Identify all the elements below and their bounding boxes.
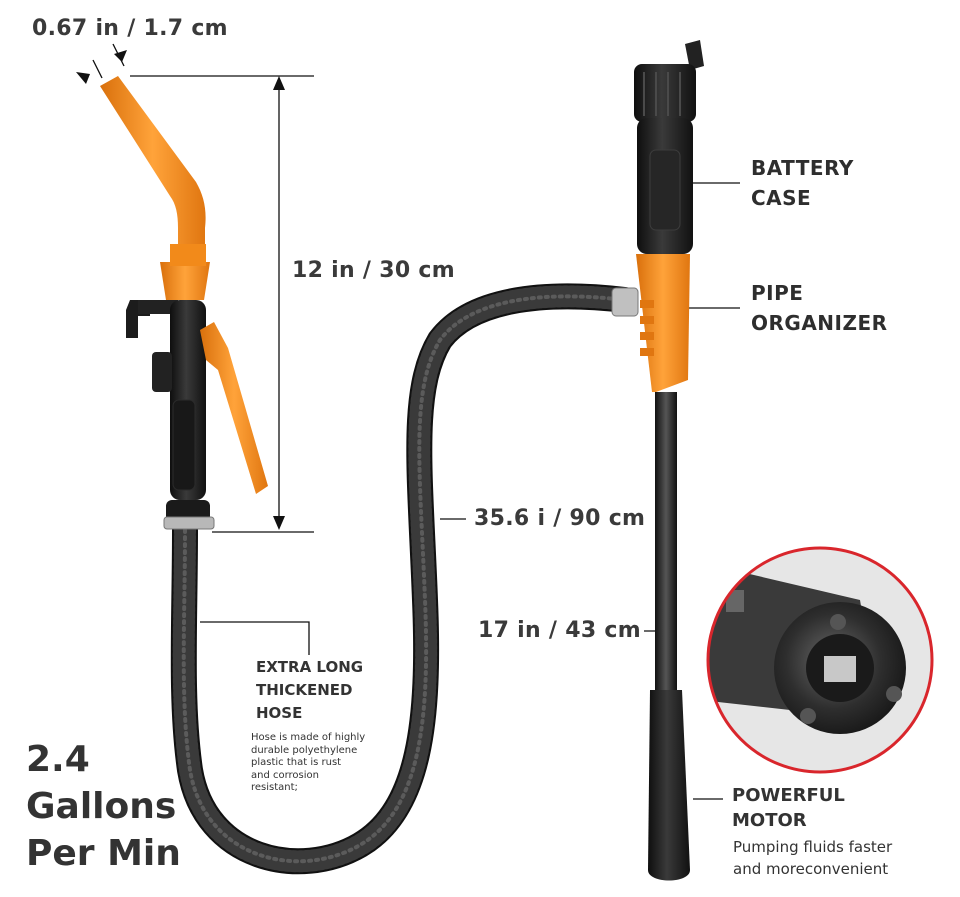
hose-length-label: 35.6 i / 90 cm: [474, 506, 646, 531]
motor-feature-title: POWERFUL MOTOR: [732, 783, 845, 833]
hose-label-leader: [200, 621, 310, 655]
arrowhead-down: [273, 516, 285, 530]
nozzle-length-label: 12 in / 30 cm: [292, 258, 455, 283]
battery-case-label-line2: CASE: [751, 186, 812, 210]
motor-feature-description: Pumping fluids faster and moreconvenient: [733, 836, 892, 880]
hose-feature-title: EXTRA LONG THICKENED HOSE: [256, 656, 363, 725]
pipe-organizer: [636, 254, 690, 392]
nozzle-diameter-label: 0.67 in / 1.7 cm: [32, 16, 228, 41]
battery-case-label-line1: BATTERY: [751, 156, 854, 180]
hose-clamp-upper: [611, 287, 639, 317]
flow-rate-value: 2.4: [26, 739, 90, 780]
motor-inset-red-ring: [706, 546, 934, 774]
hose-desc-line5: resistant;: [251, 782, 298, 793]
pipe-organizer-label-line2: ORGANIZER: [751, 311, 888, 335]
dimension-arrowheads: [76, 50, 285, 530]
hose-title-line3: HOSE: [256, 704, 303, 722]
hose-desc-line3: plastic that is rust: [251, 757, 342, 768]
flow-rate-unit: Gallons: [26, 786, 177, 827]
nozzle-assembly: [100, 76, 268, 530]
nozzle-button: [152, 352, 172, 392]
hose-feature-description: Hose is made of highly durable polyethyl…: [251, 732, 365, 795]
battery-case-label: BATTERY CASE: [751, 153, 854, 213]
nozzle-trigger: [200, 322, 268, 494]
pump-body: [611, 40, 704, 881]
corrugated-hose: [170, 283, 638, 875]
flow-rate-headline: 2.4 Gallons Per Min: [26, 736, 181, 877]
nozzle-spout: [100, 76, 206, 250]
hose-desc-line4: and corrosion: [251, 769, 319, 781]
hose-title-line1: EXTRA LONG: [256, 658, 364, 676]
arrowhead-diameter-right: [114, 50, 127, 62]
motor-title-line1: POWERFUL: [732, 785, 845, 806]
motor-title-line2: MOTOR: [732, 810, 807, 831]
pipe-organizer-label: PIPE ORGANIZER: [751, 278, 888, 338]
nozzle-collar: [160, 262, 210, 300]
suction-tube: [655, 392, 677, 692]
flow-rate-period: Per Min: [26, 833, 181, 874]
motor-detail-inset: [706, 546, 934, 774]
hose-desc-line2: durable polyethylene: [251, 744, 358, 756]
tube-length-label: 17 in / 43 cm: [478, 618, 641, 643]
pipe-organizer-label-line1: PIPE: [751, 281, 804, 305]
motor-desc-line2: and moreconvenient: [733, 860, 889, 878]
arrowhead-diameter-left: [76, 72, 90, 84]
motor-housing: [648, 690, 690, 881]
hose-title-line2: THICKENED: [256, 681, 353, 699]
arrowhead-up: [273, 76, 285, 90]
hose-clamp-lower: [163, 516, 215, 530]
diameter-tick-left: [92, 59, 103, 79]
hose-desc-line1: Hose is made of highly: [251, 732, 366, 743]
motor-desc-line1: Pumping fluids faster: [733, 838, 893, 856]
